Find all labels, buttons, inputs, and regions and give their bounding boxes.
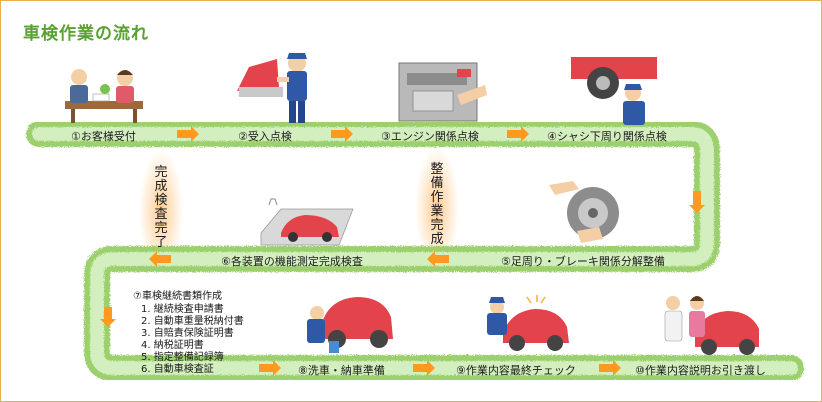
document-item: 3. 自賠責保険証明書: [141, 328, 234, 339]
documents-list: ⑦車検継続書類作成 1. 継続検査申請書 2. 自動車重量税納付書 3. 自賠責…: [133, 291, 244, 376]
step-4-label: ④シャシ下周り関係点検: [547, 130, 667, 143]
final-check-illustration: [487, 295, 569, 351]
arrow-left-1: [427, 251, 449, 267]
step-1-label: ①お客様受付: [71, 130, 136, 143]
handover-illustration: [664, 296, 759, 355]
document-item: 1. 継続検査申請書: [141, 304, 224, 315]
glow-kansei: [139, 149, 183, 273]
step-2-label: ②受入点検: [238, 130, 292, 143]
arrow-right-4: [259, 360, 281, 376]
arrow-right-2: [331, 126, 353, 142]
kansei-label: 完成検査完了: [154, 165, 168, 250]
document-item: 6. 自動車検査証: [141, 364, 214, 375]
test-line-illustration: [260, 198, 354, 246]
step-5-label: ⑤足周り・ブレーキ関係分解整備: [501, 255, 665, 268]
glow-seibi: [415, 146, 459, 270]
step-3-label: ③エンジン関係点検: [381, 130, 479, 143]
brake-illustration: [549, 181, 619, 243]
document-item: 4. 納税証明書: [141, 340, 204, 351]
arrow-down-left: [100, 307, 116, 327]
track-inner: [32, 127, 798, 375]
step-10-label: ⑩作業内容説明お引き渡し: [635, 364, 766, 377]
documents-heading: ⑦車検継続書類作成: [133, 291, 222, 302]
arrow-left-2: [149, 251, 171, 267]
document-item: 2. 自動車重量税納付書: [141, 316, 244, 327]
document-item: 5. 指定整備記録簿: [141, 352, 224, 363]
step-9-label: ⑨作業内容最終チェック: [456, 364, 576, 377]
inspection-illustration: [237, 53, 307, 123]
engine-illustration: [398, 62, 487, 122]
arrow-right-1: [177, 126, 199, 142]
seibi-label: 整備作業完成: [430, 162, 444, 247]
washing-illustration: [307, 297, 393, 353]
arrow-right-3: [507, 126, 529, 142]
reception-illustration: [65, 69, 143, 123]
page-title: 車検作業の流れ: [23, 24, 149, 44]
arrow-right-5: [413, 360, 435, 376]
step-8-label: ⑧洗車・納車準備: [298, 364, 385, 377]
arrow-right-6: [599, 360, 621, 376]
step-6-label: ⑥各装置の機能測定完成検査: [221, 255, 363, 268]
undercarriage-illustration: [571, 57, 657, 125]
arrow-down-right: [689, 191, 705, 213]
